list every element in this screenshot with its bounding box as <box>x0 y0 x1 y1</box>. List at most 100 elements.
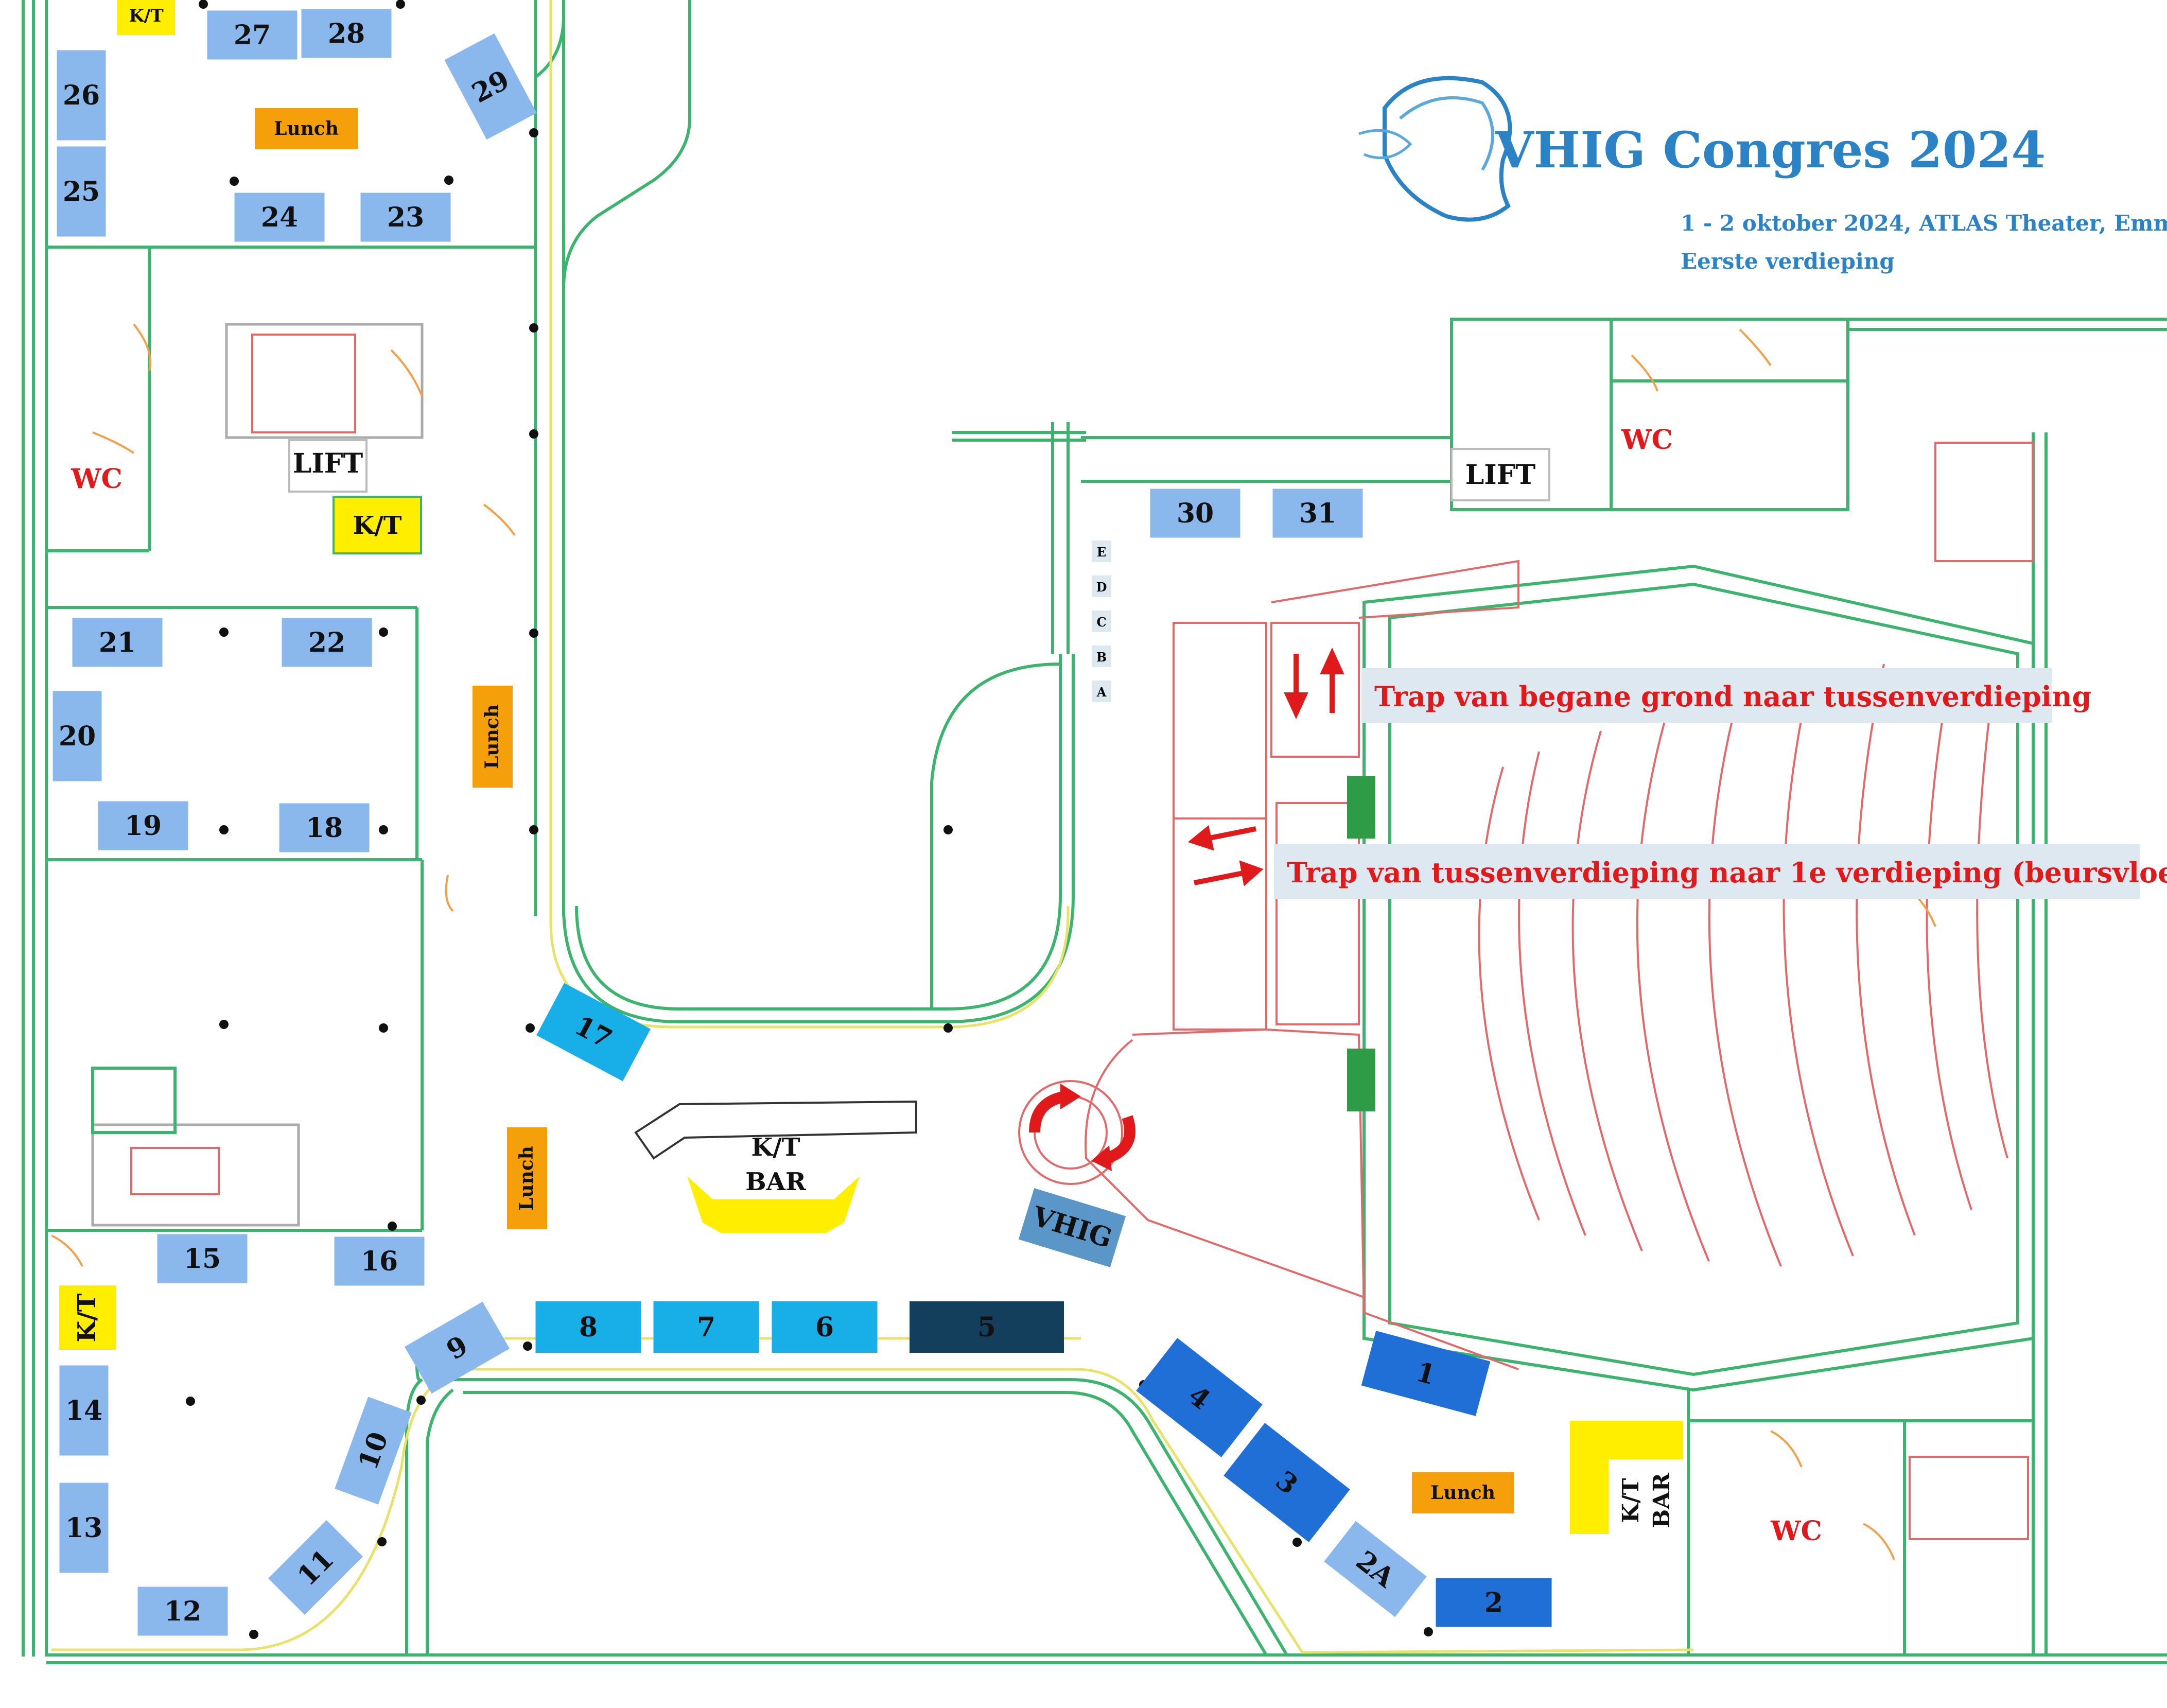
row-label: C <box>1096 615 1106 630</box>
kt-label: K/T <box>73 1293 101 1342</box>
lift-label: LIFT <box>1465 459 1536 491</box>
vhig-logo <box>1358 76 1512 222</box>
lunch-area <box>507 1127 547 1229</box>
stand-box <box>335 1397 412 1505</box>
stand-1[interactable]: 1 <box>1361 1331 1491 1416</box>
stand-box <box>59 1483 109 1573</box>
stand-number: 22 <box>308 627 345 658</box>
stand-12[interactable]: 12 <box>137 1587 228 1636</box>
stand-box <box>57 146 106 237</box>
stand-13[interactable]: 13 <box>59 1483 109 1573</box>
kt-label: K/T <box>1618 1478 1644 1523</box>
stand-28[interactable]: 28 <box>301 9 392 58</box>
stand-7[interactable]: 7 <box>653 1301 759 1353</box>
kt-station <box>59 1285 116 1350</box>
stand-11[interactable]: 11 <box>268 1520 363 1615</box>
kt-label: K/T <box>752 1133 800 1162</box>
stand-box <box>1324 1521 1427 1617</box>
stand-5[interactable]: 5 <box>910 1301 1064 1353</box>
stand-box <box>157 1234 248 1283</box>
stand-box <box>72 618 163 667</box>
stand-number: 21 <box>99 627 136 658</box>
stand-number: 30 <box>1177 498 1214 529</box>
stand-number: 28 <box>328 18 365 49</box>
vhig-stand: VHIG <box>1018 1188 1126 1267</box>
stand-box <box>234 193 325 242</box>
stand-box <box>1136 1338 1263 1457</box>
stand-14[interactable]: 14 <box>59 1365 109 1456</box>
bar-label: BAR <box>745 1167 807 1196</box>
stand-box <box>334 1236 425 1286</box>
lunch-area <box>473 686 513 788</box>
green-marker <box>1347 776 1375 839</box>
stand-15[interactable]: 15 <box>157 1234 248 1283</box>
stand-box <box>404 1301 510 1394</box>
stand-number: 5 <box>977 1312 996 1343</box>
lunch-label: Lunch <box>1430 1482 1495 1504</box>
stand-2[interactable]: 2 <box>1436 1578 1552 1627</box>
stair-2-label-bg <box>1274 844 2140 899</box>
stand-box <box>1224 1423 1350 1542</box>
stand-26[interactable]: 26 <box>57 50 106 141</box>
stand-23[interactable]: 23 <box>360 193 451 242</box>
stand-box <box>772 1301 878 1353</box>
stand-16[interactable]: 16 <box>334 1236 425 1286</box>
wc-label: WC <box>1770 1515 1822 1547</box>
stand-20[interactable]: 20 <box>53 691 102 781</box>
stand-8[interactable]: 8 <box>535 1301 641 1353</box>
stand-number: 7 <box>697 1312 715 1343</box>
doors <box>51 323 1936 1560</box>
kt-station <box>117 0 175 35</box>
stand-box <box>279 803 370 852</box>
stand-number: 23 <box>387 202 424 233</box>
stand-6[interactable]: 6 <box>772 1301 878 1353</box>
stand-box <box>59 1365 109 1456</box>
stand-box <box>1361 1331 1491 1416</box>
stand-21[interactable]: 21 <box>72 618 163 667</box>
stand-18[interactable]: 18 <box>279 803 370 852</box>
stand-31[interactable]: 31 <box>1272 489 1363 538</box>
stand-box <box>1436 1578 1552 1627</box>
seat-row-markers: E D C B A <box>1092 541 1111 702</box>
stand-box <box>57 50 106 141</box>
stand-box <box>207 10 298 60</box>
stand-number: 19 <box>125 810 162 842</box>
lift-label: LIFT <box>293 448 363 479</box>
stand-25[interactable]: 25 <box>57 146 106 237</box>
stand-29[interactable]: 29 <box>444 33 537 140</box>
stand-27[interactable]: 27 <box>207 10 298 60</box>
stand-box <box>535 1301 641 1353</box>
stand-box <box>536 983 651 1082</box>
arrow-icons <box>1187 647 1344 886</box>
stand-box <box>1272 489 1363 538</box>
stand-2a[interactable]: 2A <box>1324 1521 1427 1617</box>
stand-number: 25 <box>63 176 100 207</box>
floor-name: Eerste verdieping <box>1681 249 1895 274</box>
stand-24[interactable]: 24 <box>234 193 325 242</box>
stand-number: 15 <box>184 1243 221 1275</box>
row-label: D <box>1096 580 1107 595</box>
congress-title: VHIG Congres 2024 <box>1495 121 2046 179</box>
stand-box <box>653 1301 759 1353</box>
lunch-label: Lunch <box>481 704 503 769</box>
lift-box <box>1451 448 1550 501</box>
stand-17[interactable]: 17 <box>536 983 651 1082</box>
stand-box <box>268 1520 363 1615</box>
stand-19[interactable]: 19 <box>98 801 188 850</box>
stand-number: 14 <box>65 1395 102 1426</box>
kt-label: K/T <box>353 511 402 540</box>
stand-4[interactable]: 4 <box>1136 1338 1263 1457</box>
stand-22[interactable]: 22 <box>282 618 372 667</box>
stand-30[interactable]: 30 <box>1150 489 1240 538</box>
head-profile-icon <box>1383 76 1512 222</box>
stand-number: 31 <box>1299 498 1336 529</box>
stair-2-label: Trap van tussenverdieping naar 1e verdie… <box>1287 856 2167 889</box>
stand-3[interactable]: 3 <box>1224 1423 1350 1542</box>
stand-number: 2 <box>1484 1587 1503 1618</box>
green-marker <box>1347 1049 1375 1111</box>
wc-label: WC <box>1621 424 1673 456</box>
stand-10[interactable]: 10 <box>335 1397 412 1505</box>
stand-9[interactable]: 9 <box>404 1301 510 1394</box>
stand-number: 20 <box>59 721 96 752</box>
